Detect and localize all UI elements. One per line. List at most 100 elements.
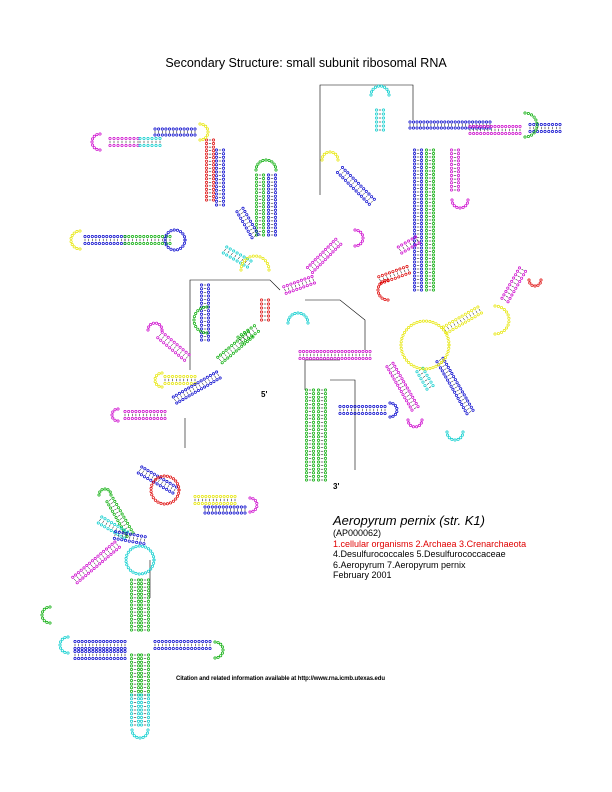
nucleotide-mark (189, 133, 193, 137)
base-pair-mark (465, 404, 468, 407)
nucleotide-mark (119, 646, 123, 650)
nucleotide-mark (162, 478, 166, 482)
base-pair-mark (337, 240, 340, 243)
nucleotide-mark (137, 653, 141, 657)
nucleotide-mark (175, 133, 179, 137)
nucleotide-mark (106, 555, 110, 559)
nucleotide-mark (207, 290, 211, 294)
base-pair-mark (404, 269, 406, 273)
nucleotide-mark (109, 656, 113, 660)
nucleotide-mark (460, 403, 464, 407)
nucleotide-mark (504, 132, 508, 136)
nucleotide-mark (97, 242, 101, 246)
nucleotide-mark (262, 230, 266, 234)
nucleotide-mark (388, 401, 392, 405)
nucleotide-mark (207, 511, 211, 515)
nucleotide-mark (420, 211, 424, 215)
nucleotide-mark (505, 326, 509, 330)
species-name: Aeropyrum pernix (str. K1) (333, 513, 485, 528)
nucleotide-mark (162, 502, 166, 506)
nucleotide-mark (420, 208, 424, 212)
nucleotide-mark (457, 177, 461, 181)
nucleotide-mark (264, 259, 268, 263)
base-pair-mark (230, 349, 233, 352)
nucleotide-mark (134, 242, 138, 246)
nucleotide-mark (291, 289, 295, 293)
nucleotide-mark (147, 325, 151, 329)
nucleotide-mark (414, 402, 418, 406)
nucleotide-mark (70, 234, 74, 238)
nucleotide-mark (205, 191, 209, 195)
nucleotide-mark (242, 255, 246, 259)
nucleotide-mark (340, 350, 344, 354)
base-pair-mark (107, 550, 110, 553)
nucleotide-mark (140, 671, 144, 675)
nucleotide-mark (322, 152, 326, 156)
nucleotide-mark (45, 620, 49, 624)
nucleotide-mark (132, 734, 136, 738)
nucleotide-mark (414, 235, 418, 239)
nucleotide-mark (432, 250, 436, 254)
nucleotide-mark (87, 235, 91, 239)
nucleotide-mark (420, 197, 424, 201)
nucleotide-mark (353, 228, 357, 232)
nucleotide-mark (147, 628, 151, 632)
base-pair-mark (346, 176, 349, 179)
nucleotide-mark (528, 122, 532, 126)
nucleotide-mark (457, 384, 461, 388)
nucleotide-mark (212, 191, 216, 195)
nucleotide-mark (365, 357, 369, 361)
nucleotide-mark (175, 343, 179, 347)
nucleotide-mark (457, 181, 461, 185)
base-pair-mark (114, 508, 117, 511)
nucleotide-mark (204, 639, 208, 643)
nucleotide-mark (137, 624, 141, 628)
base-pair-mark (182, 353, 185, 357)
nucleotide-mark (160, 330, 164, 334)
nucleotide-mark (199, 307, 203, 311)
nucleotide-mark (529, 133, 533, 137)
nucleotide-mark (368, 350, 372, 354)
nucleotide-mark (326, 357, 330, 361)
base-pair-mark (148, 474, 151, 477)
nucleotide-mark (127, 242, 131, 246)
nucleotide-mark (420, 190, 424, 194)
nucleotide-mark (196, 327, 200, 331)
nucleotide-mark (146, 328, 150, 332)
nucleotide-mark (413, 222, 417, 226)
nucleotide-mark (364, 412, 368, 416)
nucleotide-mark (394, 268, 398, 272)
base-pair-mark (168, 341, 170, 344)
nucleotide-mark (229, 505, 233, 509)
nucleotide-mark (399, 340, 403, 344)
helix (203, 505, 247, 515)
nucleotide-mark (193, 390, 197, 394)
helix (71, 540, 121, 585)
nucleotide-mark (249, 259, 253, 263)
nucleotide-mark (200, 323, 204, 327)
nucleotide-mark (207, 305, 211, 309)
nucleotide-mark (207, 334, 211, 338)
nucleotide-mark (130, 664, 134, 668)
nucleotide-mark (140, 585, 144, 589)
nucleotide-mark (199, 329, 203, 333)
nucleotide-mark (364, 405, 368, 409)
nucleotide-mark (380, 280, 384, 284)
nucleotide-mark (200, 312, 204, 316)
nucleotide-mark (369, 93, 373, 97)
nucleotide-mark (80, 649, 84, 653)
nucleotide-mark (305, 456, 309, 460)
nucleotide-mark (140, 617, 144, 621)
nucleotide-mark (95, 564, 99, 568)
nucleotide-mark (453, 390, 457, 394)
nucleotide-mark (198, 138, 202, 142)
nucleotide-mark (84, 656, 88, 660)
nucleotide-mark (262, 184, 266, 188)
base-pair-mark (239, 338, 241, 342)
nucleotide-mark (394, 404, 398, 408)
base-pair-mark (312, 278, 314, 281)
base-pair-mark (255, 327, 258, 330)
nucleotide-mark (147, 614, 151, 618)
nucleotide-mark (512, 276, 516, 280)
nucleotide-mark (420, 152, 424, 156)
